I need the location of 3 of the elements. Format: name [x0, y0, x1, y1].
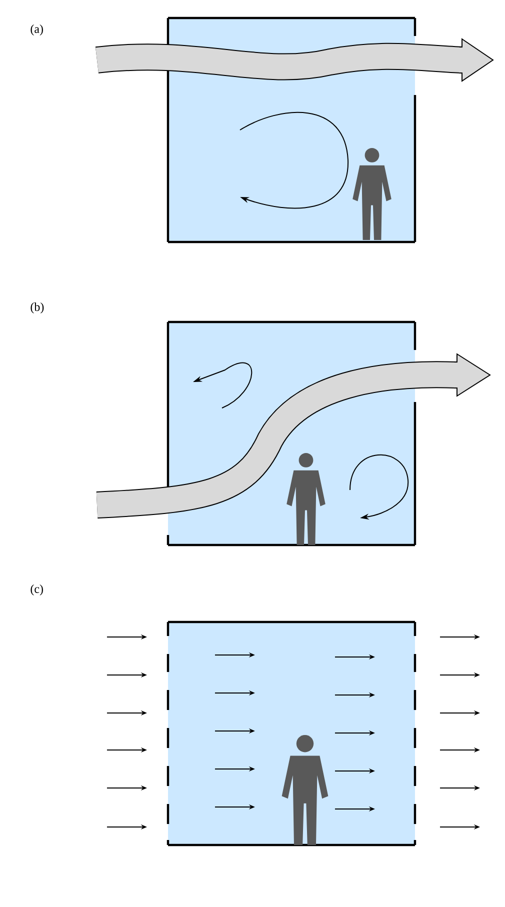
- panel-label: (b): [30, 302, 44, 314]
- panel-label: (c): [30, 584, 43, 596]
- panel-label: (a): [30, 24, 43, 36]
